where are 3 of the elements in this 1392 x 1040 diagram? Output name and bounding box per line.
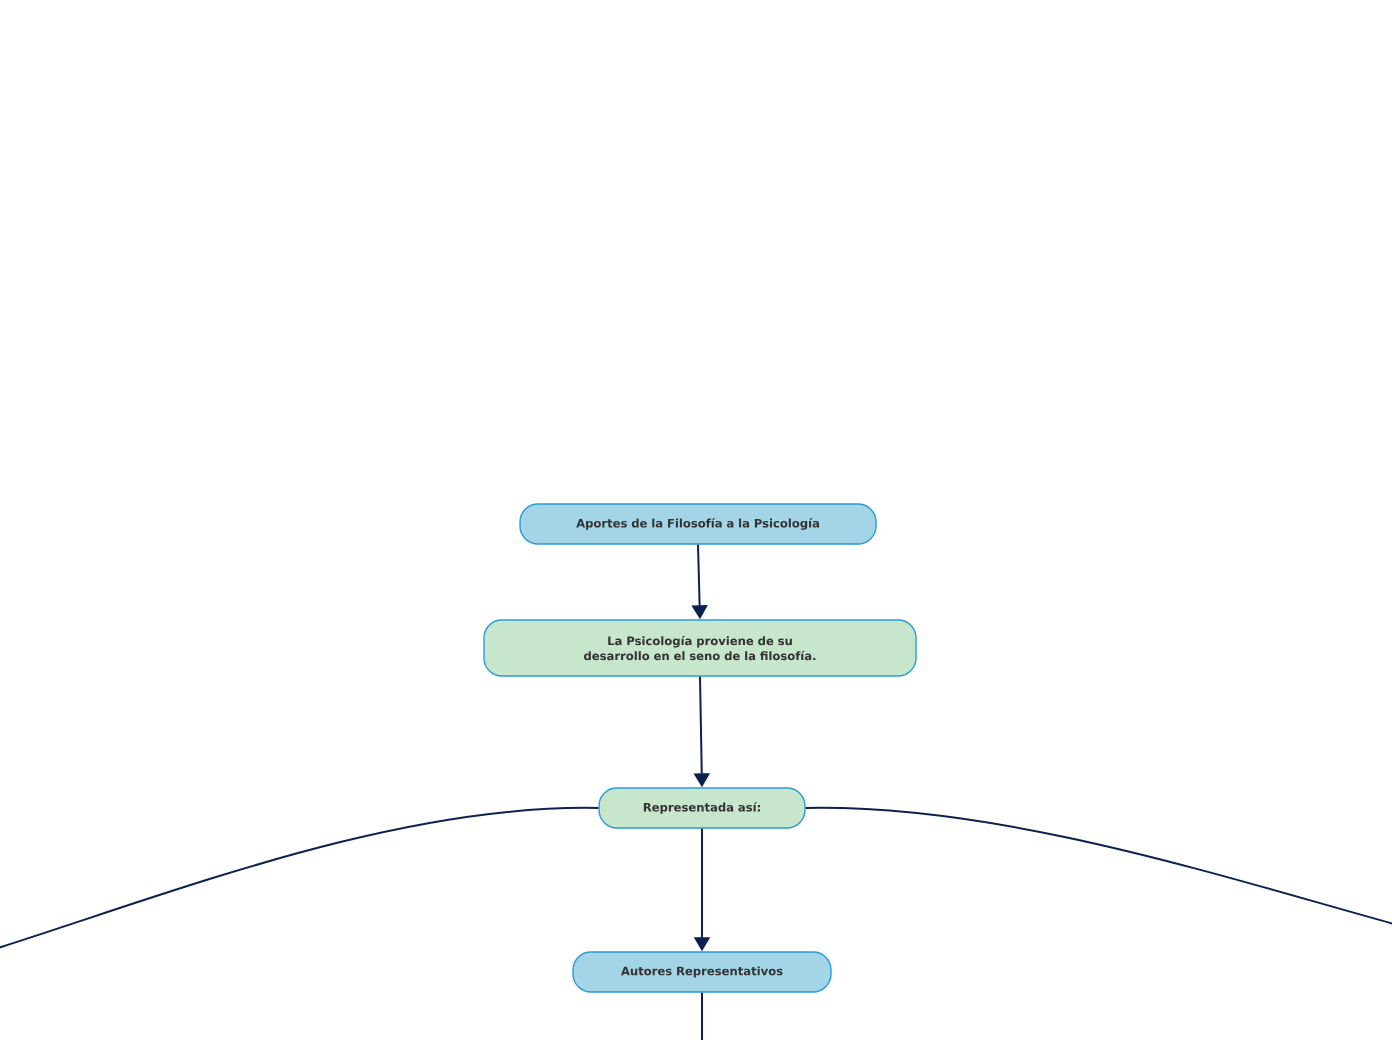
connector [701, 991, 703, 1040]
connector [804, 807, 1392, 925]
connector [0, 807, 600, 949]
